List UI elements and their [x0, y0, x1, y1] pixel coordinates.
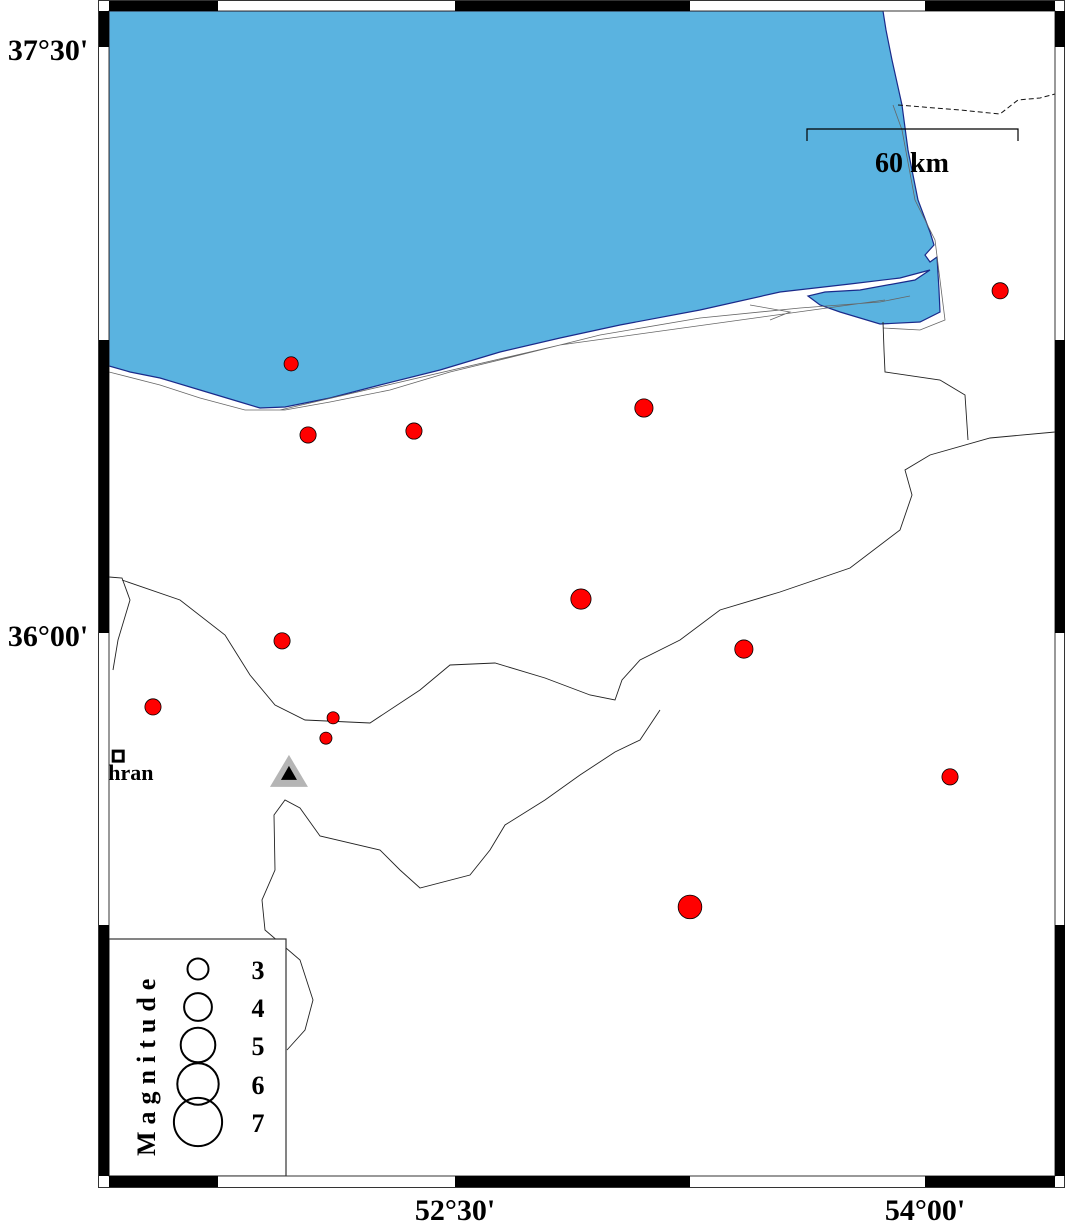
legend-label-7: 7	[252, 1109, 265, 1138]
city-label: hran	[108, 760, 153, 785]
legend: Magnitude 3 4 5 6 7	[109, 938, 287, 1176]
legend-label-4: 4	[252, 994, 265, 1023]
legend-label-3: 3	[252, 956, 265, 985]
earthquake-event-1	[283, 356, 299, 372]
earthquake-event-10	[326, 711, 340, 725]
earthquake-event-4	[634, 398, 654, 418]
legend-circle-4	[183, 992, 213, 1022]
coastline-detail	[109, 104, 946, 411]
lat-label-36-00: 36°00'	[8, 620, 88, 653]
earthquake-event-13	[677, 894, 703, 920]
earthquake-event-9	[144, 698, 162, 716]
legend-circle-3	[186, 957, 210, 981]
earthquake-event-6	[570, 588, 592, 610]
station-marker	[269, 754, 308, 787]
legend-title: Magnitude	[132, 972, 161, 1156]
station-triangle-inner-icon	[280, 765, 297, 780]
lon-label-52-30: 52°30'	[415, 1194, 495, 1224]
city-square-icon	[111, 749, 125, 763]
scale-bar: 60 km	[806, 128, 1019, 179]
map-frame	[98, 0, 1065, 1188]
earthquake-event-7	[273, 632, 291, 650]
international-border	[897, 93, 1055, 115]
earthquake-event-12	[941, 768, 959, 786]
lon-label-54-00: 54°00'	[885, 1194, 965, 1224]
legend-circle-7	[172, 1096, 224, 1148]
earthquake-event-5	[991, 282, 1009, 300]
city-marker: hran	[108, 749, 153, 785]
legend-label-5: 5	[252, 1032, 265, 1061]
earthquake-event-2	[299, 426, 317, 444]
map-area: hran 60 km Magnitude 3 4 5 6 7	[108, 11, 1055, 1176]
earthquake-event-11	[319, 731, 333, 745]
lat-label-37-30: 37°30'	[8, 34, 88, 67]
earthquake-event-8	[734, 639, 754, 659]
legend-circle-5	[179, 1026, 217, 1064]
earthquake-event-3	[405, 422, 423, 440]
legend-label-6: 6	[252, 1071, 265, 1100]
earthquake-events	[144, 282, 1009, 920]
legend-circle-6	[176, 1062, 220, 1106]
scale-bar-label: 60 km	[875, 148, 949, 179]
